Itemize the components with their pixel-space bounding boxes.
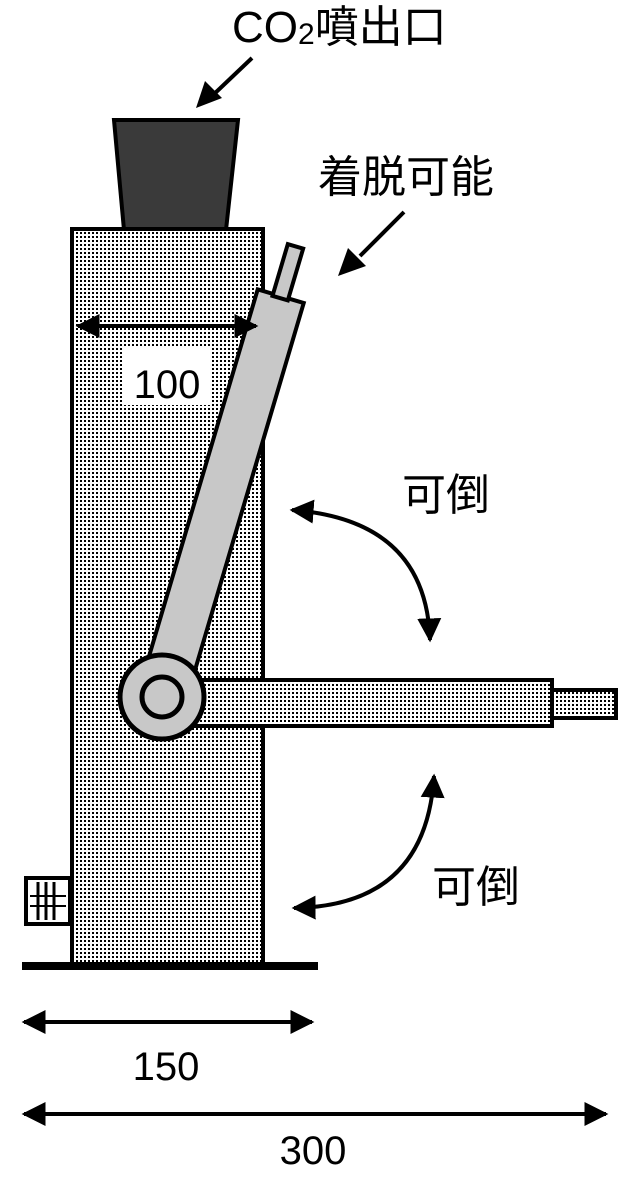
dim-base-label: 150 bbox=[133, 1045, 200, 1089]
side-knob bbox=[24, 876, 72, 926]
tilt-upper-label: 可倒 bbox=[402, 470, 490, 521]
tilt-upper-arc bbox=[289, 499, 442, 643]
co2-nozzle bbox=[111, 118, 241, 232]
base-plate bbox=[22, 962, 318, 970]
arm-end-cap bbox=[550, 688, 618, 720]
dim-total-label: 300 bbox=[280, 1129, 347, 1173]
tilt-lower-label: 可倒 bbox=[432, 862, 520, 913]
dim-inner-label-bg bbox=[122, 347, 212, 405]
detachable-pointer-arrow bbox=[338, 210, 406, 276]
tilt-lower-arc bbox=[291, 773, 445, 920]
pivot-inner bbox=[139, 674, 185, 720]
dim-inner-label: 100 bbox=[134, 363, 201, 407]
detachable-tip bbox=[269, 241, 306, 303]
co2-pointer-arrow bbox=[196, 56, 254, 108]
horizontal-arm bbox=[158, 678, 554, 728]
detachable-label: 着脱可能 bbox=[318, 152, 494, 203]
co2-outlet-label: CO2噴出口 bbox=[232, 2, 447, 53]
